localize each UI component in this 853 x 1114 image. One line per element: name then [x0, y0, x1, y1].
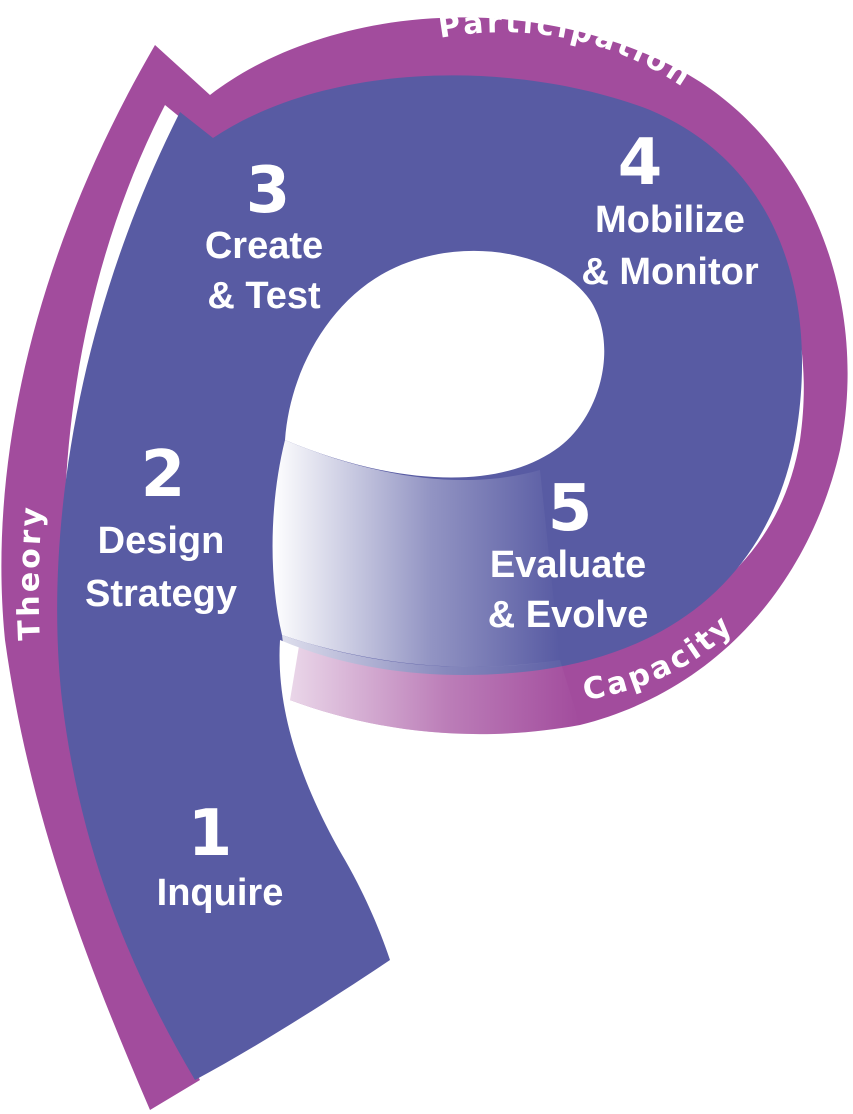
step-5-number: 5 — [548, 472, 593, 546]
ring-label-theory: Theory — [12, 503, 51, 641]
step-4: 4 Mobilize & Monitor — [581, 126, 759, 293]
step-1-line-1: Inquire — [157, 872, 284, 914]
step-2-line-2: Strategy — [85, 573, 237, 615]
step-5-line-1: Evaluate — [490, 544, 646, 586]
step-2-line-1: Design — [98, 520, 225, 562]
step-3-line-1: Create — [205, 225, 323, 267]
step-1: 1 Inquire — [157, 797, 284, 914]
step-2: 2 Design Strategy — [85, 438, 237, 615]
step-2-number: 2 — [141, 438, 186, 512]
step-4-number: 4 — [618, 126, 663, 200]
step-4-line-2: & Monitor — [581, 251, 759, 293]
step-4-line-1: Mobilize — [595, 199, 745, 241]
step-3-number: 3 — [246, 154, 291, 228]
step-5: 5 Evaluate & Evolve — [488, 472, 649, 636]
tail-fade — [272, 440, 560, 667]
step-5-line-2: & Evolve — [488, 594, 649, 636]
band-fade — [282, 635, 580, 735]
step-1-number: 1 — [188, 797, 233, 871]
step-3: 3 Create & Test — [205, 154, 323, 317]
step-3-line-2: & Test — [207, 275, 321, 317]
p-counter — [285, 250, 605, 478]
